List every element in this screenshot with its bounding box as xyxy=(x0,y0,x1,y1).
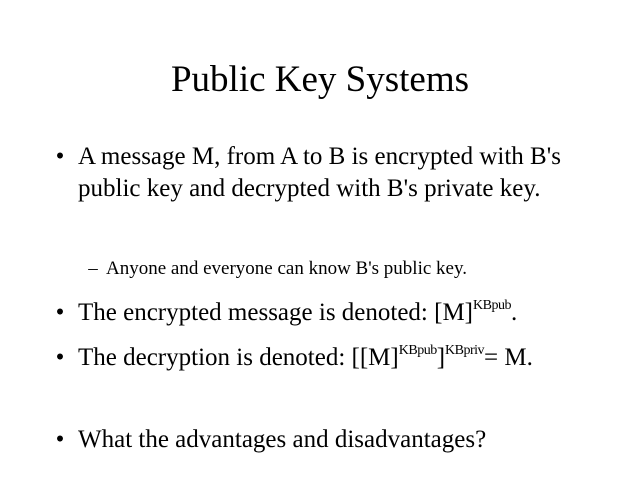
bullet-icon: • xyxy=(55,426,65,453)
bullet-text: The decryption is denoted: [[M]KBpub]KBp… xyxy=(78,342,588,378)
bullet-item: • What the advantages and disadvantages? xyxy=(48,424,608,456)
superscript: KBpub xyxy=(473,298,511,313)
text-part: ] xyxy=(436,344,446,371)
bullet-item: • The decryption is denoted: [[M]KBpub]K… xyxy=(48,342,588,378)
text-part: The encrypted message is denoted: [M] xyxy=(78,299,474,326)
bullet-item: • A message M, from A to B is encrypted … xyxy=(48,141,608,205)
sub-bullet-item: – Anyone and everyone can know B's publi… xyxy=(86,257,606,281)
bullet-text: A message M, from A to B is encrypted wi… xyxy=(78,143,561,202)
superscript: KBpub xyxy=(398,343,437,358)
text-part: The decryption is denoted: [[M] xyxy=(78,344,399,371)
sub-bullet-text: Anyone and everyone can know B's public … xyxy=(106,258,467,279)
slide-title: Public Key Systems xyxy=(170,59,470,100)
bullet-icon: • xyxy=(55,344,65,371)
text-part: . xyxy=(510,299,518,326)
bullet-text: What the advantages and disadvantages? xyxy=(78,426,487,453)
text-part: = M. xyxy=(484,344,533,371)
bullet-item: • The encrypted message is denoted: [M]K… xyxy=(48,297,608,333)
dash-icon: – xyxy=(88,258,98,279)
superscript: KBpriv xyxy=(445,343,485,358)
bullet-icon: • xyxy=(55,143,65,170)
bullet-text: The encrypted message is denoted: [M]KBp… xyxy=(78,297,608,333)
bullet-icon: • xyxy=(55,299,65,326)
